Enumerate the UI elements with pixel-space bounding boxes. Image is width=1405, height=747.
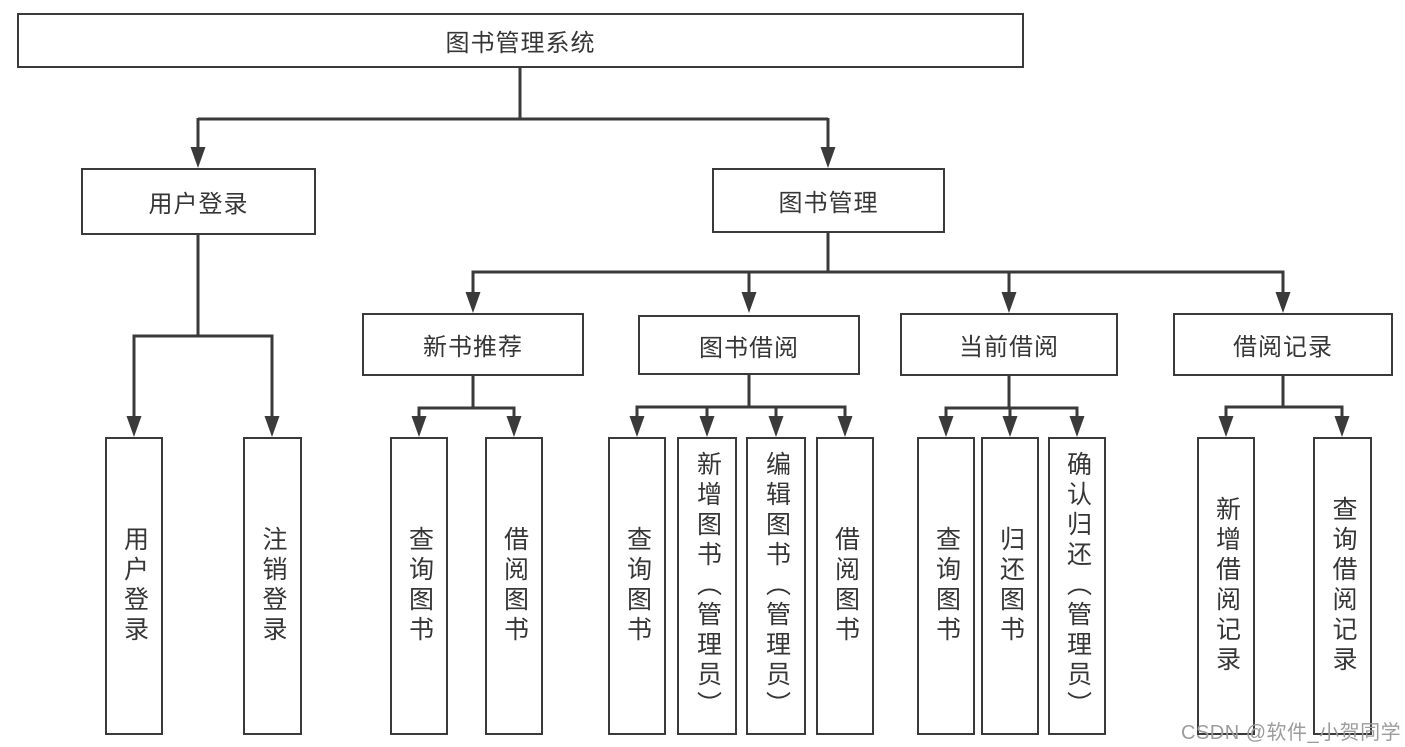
leaf-query-borrow-record: 查询借阅记录 <box>1313 437 1372 735</box>
leaf-edit-books-admin-label: 编辑图书（管理员） <box>762 451 791 721</box>
leaf-borrow-books-2: 借阅图书 <box>816 437 874 735</box>
node-current-borrow: 当前借阅 <box>900 313 1118 376</box>
leaf-add-borrow-record-label: 新增借阅记录 <box>1212 496 1241 676</box>
leaf-logout-label: 注销登录 <box>259 526 287 646</box>
leaf-query-books-1: 查询图书 <box>390 437 448 735</box>
node-book-borrow: 图书借阅 <box>638 315 860 375</box>
node-root: 图书管理系统 <box>17 13 1024 68</box>
leaf-return-books: 归还图书 <box>981 437 1039 735</box>
node-root-label: 图书管理系统 <box>445 30 596 57</box>
node-borrow-records-label: 借阅记录 <box>1233 334 1333 361</box>
node-user-login-label: 用户登录 <box>148 191 249 218</box>
node-new-book-recommend: 新书推荐 <box>362 313 584 376</box>
leaf-user-login: 用户登录 <box>105 437 163 735</box>
leaf-query-books-3-label: 查询图书 <box>932 526 961 646</box>
leaf-query-books-1-label: 查询图书 <box>405 526 434 646</box>
leaf-confirm-return-admin-label: 确认归还（管理员） <box>1063 451 1092 721</box>
leaf-query-borrow-record-label: 查询借阅记录 <box>1329 496 1357 676</box>
leaf-user-login-label: 用户登录 <box>120 526 149 646</box>
leaf-borrow-books-1-label: 借阅图书 <box>500 526 529 646</box>
leaf-add-borrow-record: 新增借阅记录 <box>1197 437 1255 735</box>
leaf-borrow-books-1: 借阅图书 <box>485 437 543 735</box>
leaf-add-books-admin-label: 新增图书（管理员） <box>693 451 722 721</box>
leaf-query-books-2-label: 查询图书 <box>623 526 652 646</box>
node-book-management-label: 图书管理 <box>778 190 879 217</box>
leaf-confirm-return-admin: 确认归还（管理员） <box>1048 437 1106 735</box>
leaf-query-books-3: 查询图书 <box>917 437 975 735</box>
leaf-return-books-label: 归还图书 <box>996 526 1025 646</box>
node-book-management: 图书管理 <box>712 168 945 233</box>
node-user-login: 用户登录 <box>81 168 316 235</box>
node-borrow-records: 借阅记录 <box>1173 313 1393 376</box>
node-book-borrow-label: 图书借阅 <box>699 334 799 362</box>
leaf-query-books-2: 查询图书 <box>608 437 666 735</box>
leaf-edit-books-admin: 编辑图书（管理员） <box>746 437 806 735</box>
leaf-logout: 注销登录 <box>243 437 302 735</box>
csdn-watermark: CSDN @软件_小贺同学 <box>1181 722 1402 744</box>
leaf-add-books-admin: 新增图书（管理员） <box>677 437 737 735</box>
node-new-book-recommend-label: 新书推荐 <box>423 334 523 361</box>
arrowheads <box>126 147 1350 437</box>
node-current-borrow-label: 当前借阅 <box>959 334 1059 361</box>
leaf-borrow-books-2-label: 借阅图书 <box>831 526 860 646</box>
